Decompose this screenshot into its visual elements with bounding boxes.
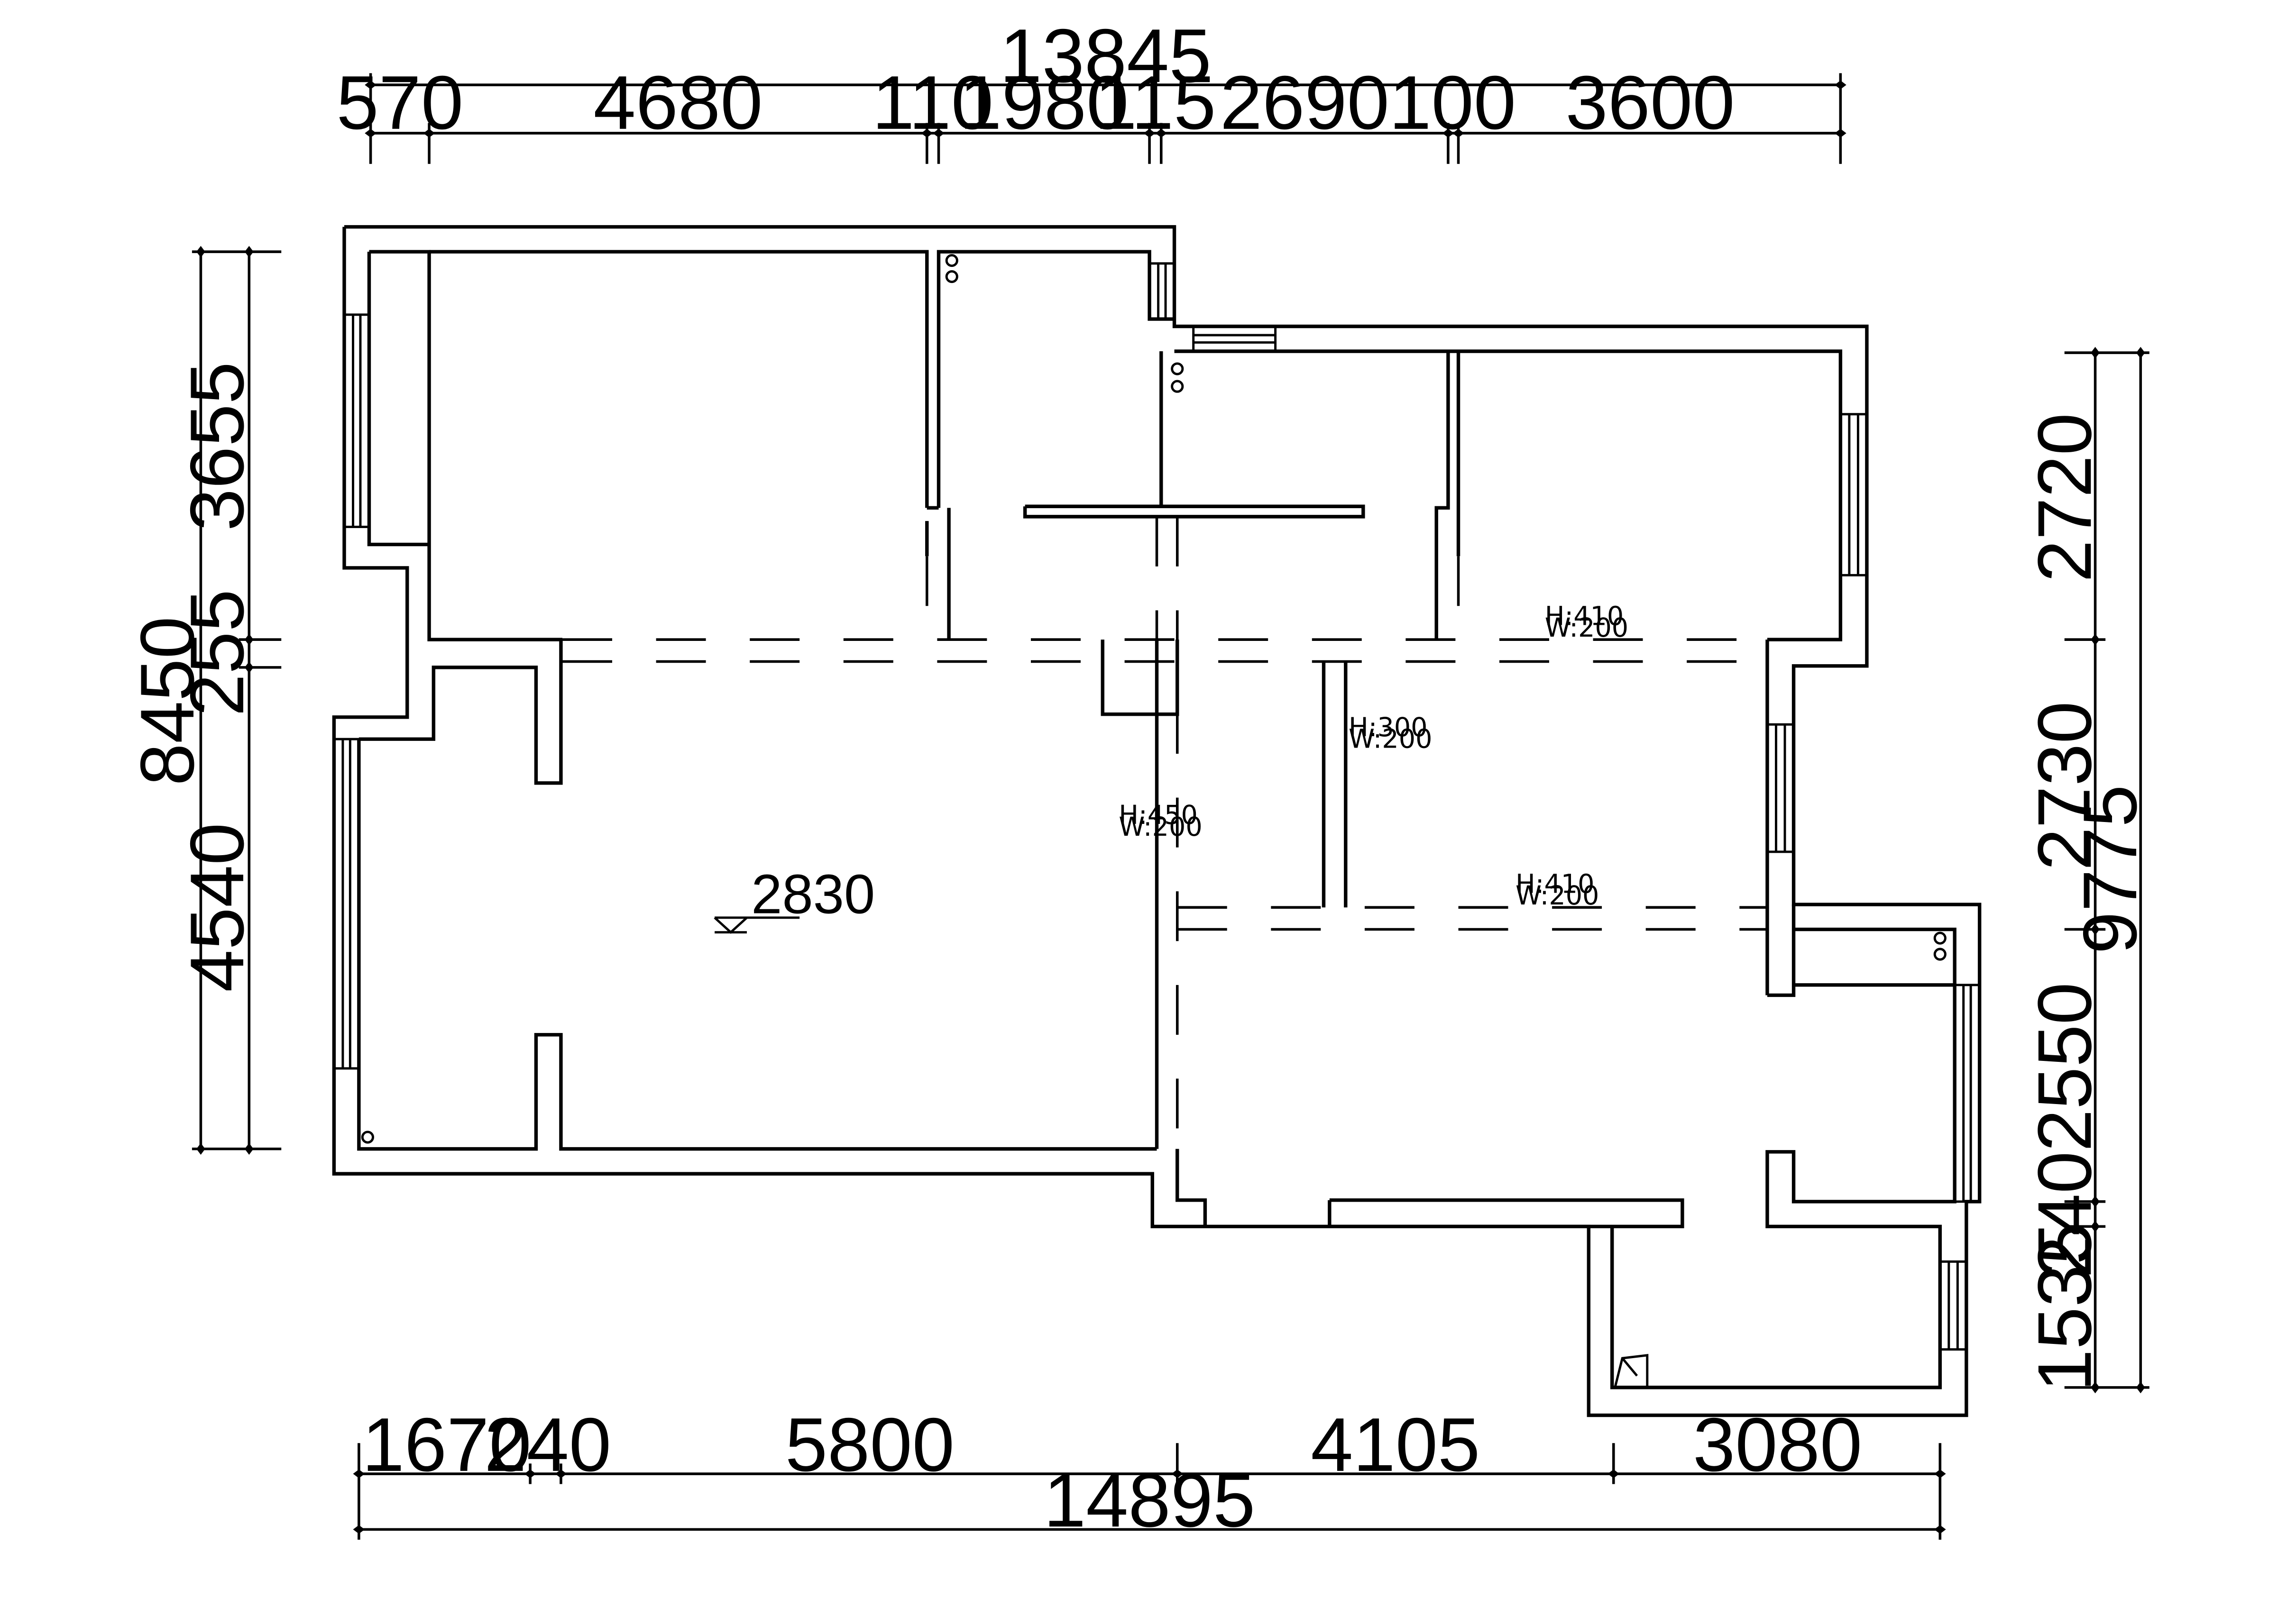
ceiling-level-label: 2830: [751, 863, 875, 925]
top-segment-label: 1980: [959, 61, 1129, 146]
top-segment-label: 2690: [1220, 61, 1389, 146]
left-segment-label: 4540: [175, 823, 260, 992]
top-total-label: 13845: [1000, 14, 1211, 99]
beam-height-label: H:410: [1545, 601, 1624, 631]
left-dimension-lines: 8450 3655 255 4540: [125, 246, 282, 1155]
beam-height-label: H:450: [1119, 800, 1198, 831]
level-marker: 2830: [714, 863, 875, 934]
bottom-segment-label: 240: [484, 1403, 611, 1488]
beam-width-label: W:200: [1119, 812, 1202, 842]
right-dimension-lines: 2720 2730 2550 240 1535 9775: [2022, 347, 2153, 1394]
windows: [332, 262, 1981, 1351]
pipe-fixtures: [361, 254, 1947, 1389]
left-total-label: 8450: [125, 616, 210, 785]
left-segment-label: 3655: [175, 362, 260, 531]
right-segment-label: 2720: [2022, 413, 2107, 582]
left-segment-label: 255: [175, 589, 260, 716]
right-segment-label: 2550: [2022, 982, 2107, 1151]
beam-width-label: W:200: [1515, 880, 1599, 911]
beam-labels: H:410 W:200 H:300 W:200 H:450 W:200 H:41…: [1119, 601, 1628, 911]
top-dimension-lines: 13845 570 4680 110 1980 115 2690 100 360…: [336, 14, 1846, 164]
top-segment-label: 115: [1094, 61, 1216, 146]
top-segment-label: 100: [1389, 61, 1516, 146]
bottom-segment-label: 1670: [362, 1403, 532, 1488]
top-segment-label: 110: [872, 61, 993, 146]
top-segment-label: 3600: [1565, 61, 1735, 146]
bottom-segment-label: 4105: [1311, 1403, 1480, 1488]
right-total-label: 9775: [2068, 785, 2153, 954]
bottom-total-label: 14895: [1044, 1458, 1255, 1543]
right-segment-label: 2730: [2022, 701, 2107, 870]
beam-height-label: H:410: [1515, 868, 1595, 899]
beam-width-label: W:200: [1349, 724, 1432, 755]
beam-height-label: H:300: [1349, 712, 1428, 743]
top-segment-label: 570: [336, 61, 463, 146]
top-segment-label: 4680: [593, 61, 762, 146]
bottom-segment-label: 5800: [785, 1403, 955, 1488]
bottom-dimension-lines: 1670 240 5800 4105 3080 14895: [353, 1403, 1946, 1543]
beam-width-label: W:200: [1545, 612, 1628, 643]
beam-lines: [562, 516, 1767, 1149]
right-segment-label: 1535: [2022, 1223, 2107, 1392]
right-segment-label: 240: [2022, 1151, 2107, 1278]
